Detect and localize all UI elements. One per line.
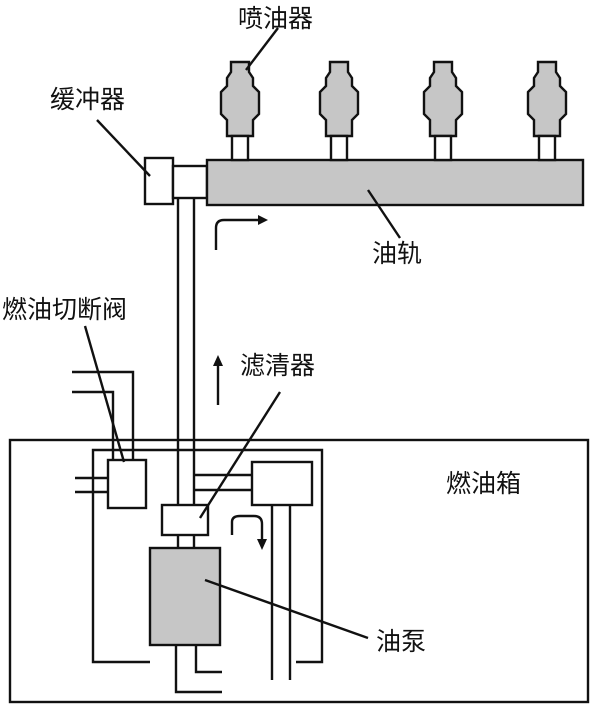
label-injector: 喷油器 (238, 4, 313, 33)
label-fuel-rail: 油轨 (372, 239, 422, 268)
return-flow-arrow-icon (230, 514, 264, 543)
leader-lines (83, 27, 401, 640)
injectors (219, 60, 568, 162)
label-fuel-tank: 燃油箱 (446, 469, 521, 498)
fuel-pump (148, 546, 222, 647)
tank-inner-plumbing (91, 448, 324, 694)
fuel-shutoff-valve (106, 458, 148, 510)
supply-pipe (176, 198, 252, 505)
label-fuel-pump: 油泵 (376, 627, 426, 656)
label-filter: 滤清器 (240, 351, 315, 380)
damper-connector (171, 164, 209, 200)
injector-3 (422, 60, 464, 162)
damper (143, 156, 175, 206)
injector-4 (526, 60, 568, 162)
fuel-filter (160, 503, 210, 537)
flow-arrows (213, 215, 268, 550)
pump-connector (176, 535, 196, 548)
rail-flow-arrow-icon (214, 218, 262, 250)
fuel-rail (205, 158, 585, 207)
damper-assembly (143, 156, 209, 206)
label-shutoff-valve: 燃油切断阀 (2, 295, 127, 324)
inlet-lines (72, 370, 135, 494)
label-damper: 缓冲器 (50, 85, 125, 114)
injector-1 (219, 60, 261, 162)
pressure-regulator-box (250, 460, 314, 507)
injector-2 (318, 60, 360, 162)
